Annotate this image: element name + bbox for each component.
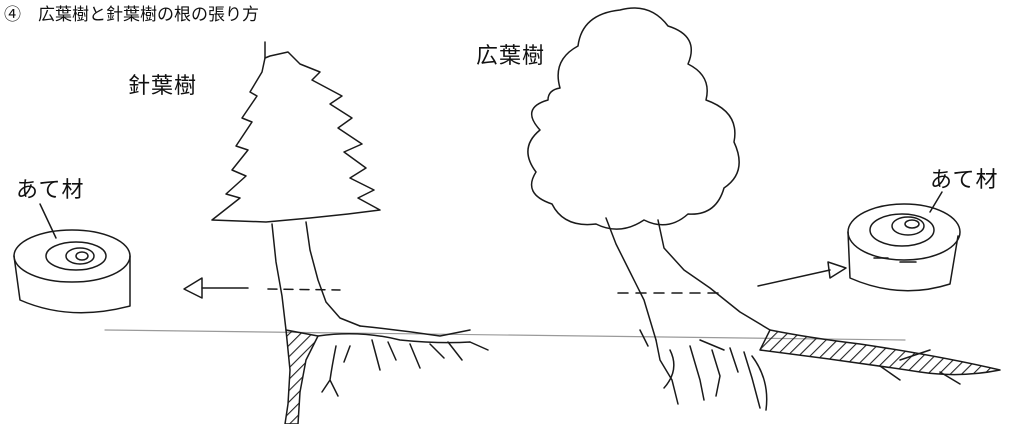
right-arrow-head bbox=[827, 261, 847, 279]
right-stump bbox=[847, 191, 961, 292]
right-stump-top bbox=[847, 203, 961, 261]
figure-caption: ④ 広葉樹と針葉樹の根の張り方 bbox=[4, 5, 259, 25]
right-stump-pith bbox=[904, 219, 920, 229]
left-arrow-head bbox=[183, 277, 203, 299]
right-stump-ring-1 bbox=[869, 213, 935, 247]
reaction-wood-label-right: あて材 bbox=[930, 168, 999, 193]
conifer-trunk-right bbox=[305, 221, 361, 327]
conifer-taproot bbox=[284, 329, 319, 424]
conifer-label: 針葉樹 bbox=[128, 74, 198, 99]
right-arrow-shaft bbox=[757, 269, 831, 287]
reaction-wood-label-left: あて材 bbox=[16, 178, 85, 203]
conifer-crown bbox=[211, 51, 381, 223]
conifer-roots bbox=[317, 325, 489, 397]
broadleaf-roots bbox=[639, 329, 961, 411]
left-stump bbox=[13, 203, 131, 314]
conifer-trunk-left bbox=[271, 223, 287, 331]
right-stump-label-leader bbox=[929, 191, 943, 213]
broadleaf-tree bbox=[527, 7, 1001, 411]
broadleaf-trunk-left bbox=[605, 217, 657, 341]
broadleaf-hatched-root bbox=[759, 329, 1001, 376]
right-stump-side bbox=[847, 231, 959, 292]
left-stump-side bbox=[13, 255, 131, 314]
left-stump-label-leader bbox=[39, 203, 57, 239]
left-stump-ring-2 bbox=[65, 247, 95, 265]
broadleaf-crown bbox=[527, 7, 740, 230]
right-stump-ring-2 bbox=[891, 216, 925, 236]
left-stump-top bbox=[13, 229, 131, 283]
left-stump-pith bbox=[75, 251, 89, 261]
broadleaf-trunk-right bbox=[657, 219, 771, 331]
conifer-tree bbox=[211, 41, 489, 424]
broadleaf-label: 広葉樹 bbox=[476, 44, 546, 69]
left-dashed-line bbox=[267, 288, 341, 291]
left-stump-ring-1 bbox=[45, 241, 107, 271]
